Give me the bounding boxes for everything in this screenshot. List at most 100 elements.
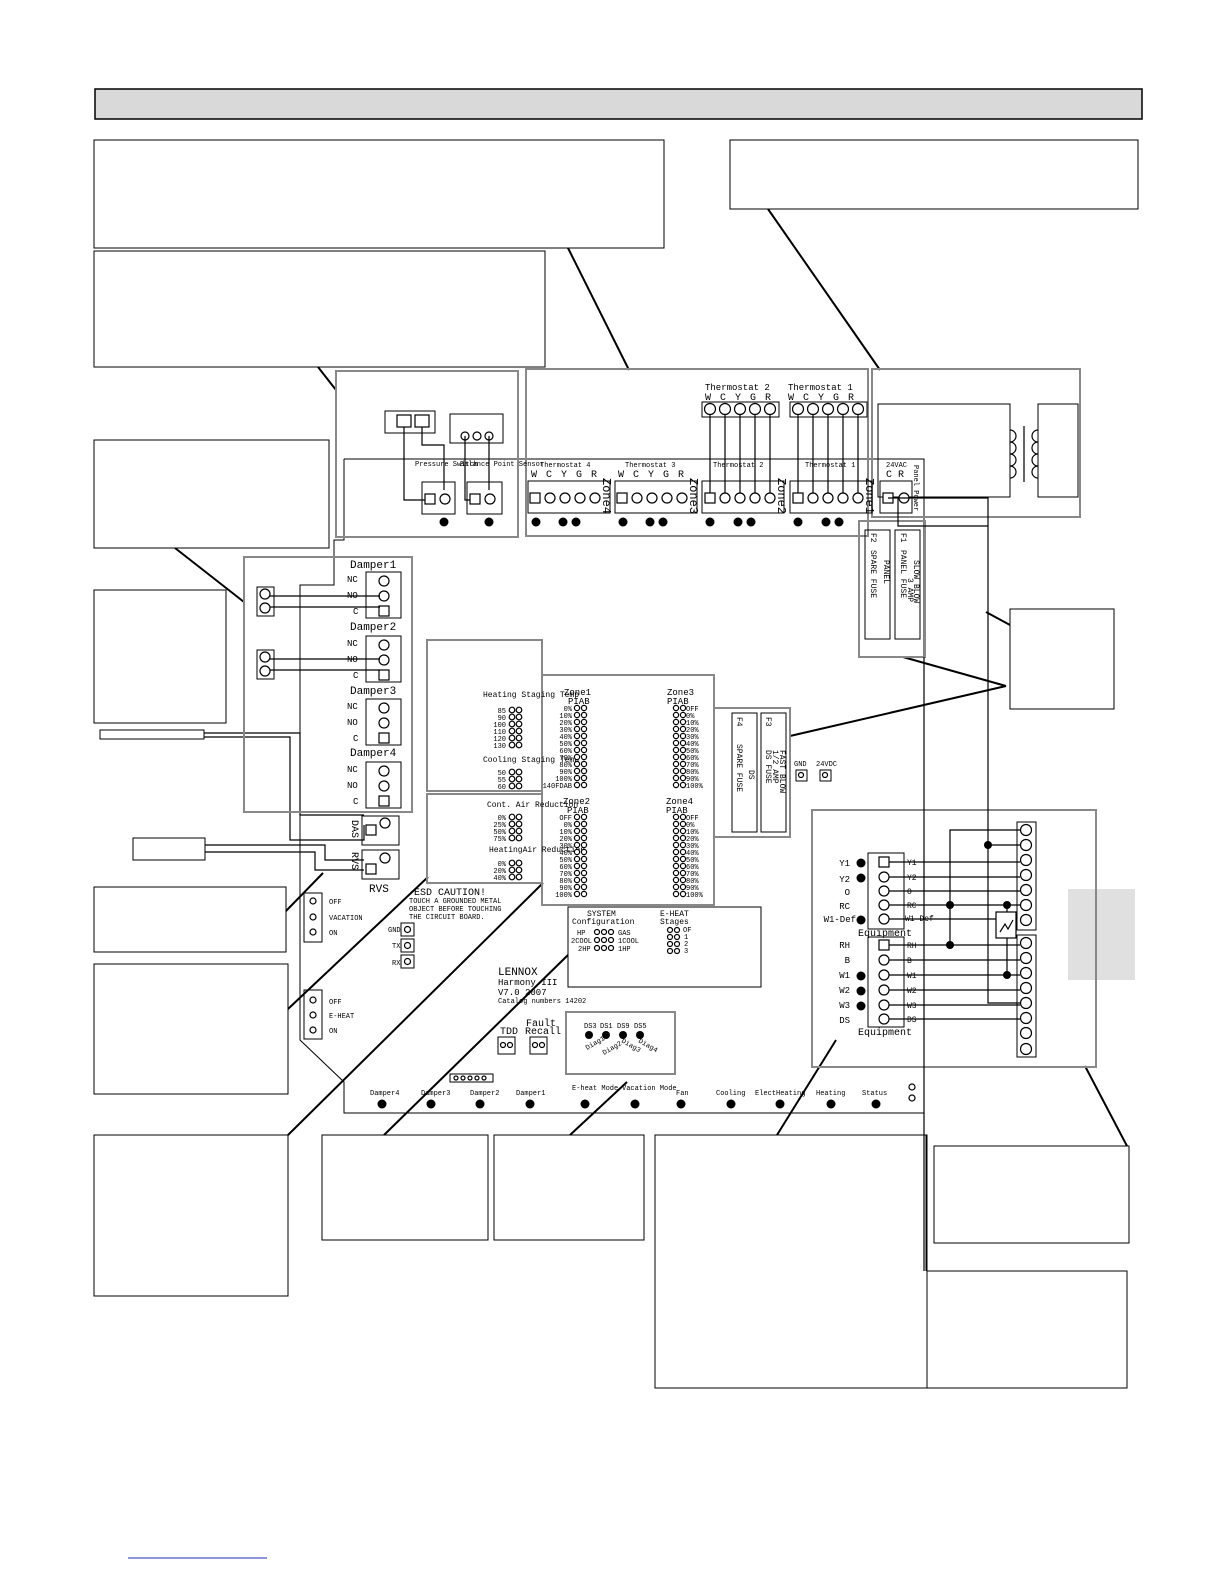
svg-text:100: 100 xyxy=(493,722,506,730)
svg-text:40%: 40% xyxy=(493,875,506,883)
jumper-pin xyxy=(679,820,687,828)
svg-text:60%: 60% xyxy=(686,864,699,872)
jumper-pin xyxy=(672,732,680,740)
t1-pin-w: W xyxy=(788,393,794,404)
callout-box-pressure-switch xyxy=(93,439,330,549)
damper-4-label: Damper4 xyxy=(350,748,397,760)
svg-text:60%: 60% xyxy=(686,755,699,763)
t2-pin-c: C xyxy=(720,393,726,404)
svg-text:85: 85 xyxy=(498,708,506,716)
svg-text:50%: 50% xyxy=(686,857,699,865)
svg-text:RH: RH xyxy=(839,941,850,951)
svg-text:50%: 50% xyxy=(493,829,506,837)
f1-label: F1 xyxy=(898,533,907,543)
jumper-pin xyxy=(679,855,687,863)
vacation-label: VACATION xyxy=(329,915,363,923)
f1-text: SLOW BLOW xyxy=(911,560,920,603)
zone-4-label: Zone4 xyxy=(599,478,613,514)
cont-air-title: Cont. Air Reduction xyxy=(487,801,578,810)
t2-pin-g: G xyxy=(750,393,756,404)
diag-section: DS3 DS1 DS9 DS5 Diag1 Diag2 Diag3 Diag4 xyxy=(584,1023,659,1058)
svg-text:0%: 0% xyxy=(498,861,507,869)
jumper-pin xyxy=(573,718,581,726)
jumper-pin xyxy=(573,869,581,877)
jumper-pin xyxy=(580,732,588,740)
eheat-on: ON xyxy=(329,1028,337,1036)
panel-power-label: Panel Power xyxy=(911,465,919,511)
switch-section: OFF VACATION ON OFF E-HEAT ON GND TX RX xyxy=(303,892,415,1040)
jumper-pin xyxy=(580,774,588,782)
callout-box-equipment-terminals xyxy=(933,1145,1130,1244)
jumper-pin xyxy=(679,725,687,733)
gnd-test-label: GND xyxy=(794,761,807,769)
jumper-pin xyxy=(672,890,680,898)
jumper-pin xyxy=(672,820,680,828)
svg-text:G: G xyxy=(576,470,582,481)
jumper-pin xyxy=(672,739,680,747)
piab-zone2-sub: PIAB xyxy=(567,806,589,816)
piab-zone4-title: Zone4 xyxy=(666,797,693,807)
jumper-pin xyxy=(580,890,588,898)
brand-label: LENNOX xyxy=(498,967,538,979)
svg-text:20%: 20% xyxy=(559,720,572,728)
jumper-pin xyxy=(580,718,588,726)
staging-section: Heating Staging Temp Cooling Staging Tem… xyxy=(483,691,585,883)
svg-text:60%: 60% xyxy=(559,864,572,872)
jumper-pin xyxy=(573,820,581,828)
svg-text:55: 55 xyxy=(498,777,506,785)
model-label: Harmony III xyxy=(498,978,557,988)
svg-text:10%: 10% xyxy=(559,713,572,721)
f4-text: DS xyxy=(746,770,755,780)
ds-fuse-section: F4 SPARE FUSE DS F3 DS FUSE 1/2 AMP FAST… xyxy=(731,712,837,833)
vac-label: 24VAC xyxy=(886,462,907,470)
svg-text:0%: 0% xyxy=(564,706,573,714)
svg-text:100%: 100% xyxy=(555,776,573,784)
transformer-section: 24VAC C R Panel Power F2 PANEL SPARE FUS… xyxy=(864,403,1079,640)
svg-text:Y: Y xyxy=(648,470,654,481)
svg-text:90%: 90% xyxy=(559,769,572,777)
zone-1-label: Zone1 xyxy=(862,478,876,514)
thermostat-3-label: Thermostat 3 xyxy=(625,462,675,470)
jumper-pin xyxy=(580,767,588,775)
jumper-pin xyxy=(672,883,680,891)
jumper-pin xyxy=(580,855,588,863)
jumper-pin xyxy=(580,760,588,768)
t1-pin-r: R xyxy=(848,393,854,404)
callout-box-dampers xyxy=(93,589,227,724)
jumper-pin xyxy=(573,767,581,775)
callout-box-transformer xyxy=(729,139,1139,210)
vacation-on: ON xyxy=(329,930,337,938)
callout-box-eheat xyxy=(93,963,289,1095)
svg-text:60: 60 xyxy=(498,784,506,792)
f1-amp: 3 AMP xyxy=(905,578,914,602)
esd-line2: OBJECT BEFORE TOUCHING xyxy=(409,906,501,914)
esd-warning: ESD CAUTION! TOUCH A GROUNDED METAL OBJE… xyxy=(409,888,501,922)
svg-text:50%: 50% xyxy=(559,857,572,865)
heating-staging-title: Heating Staging Temp xyxy=(483,691,579,700)
jumper-pin xyxy=(679,883,687,891)
svg-text:50%: 50% xyxy=(559,741,572,749)
svg-text:W1: W1 xyxy=(839,971,850,981)
callout-box-sensors xyxy=(93,250,546,368)
svg-text:DS: DS xyxy=(907,1016,917,1025)
svg-text:Y: Y xyxy=(561,470,567,481)
version-label: V7.0 2007 xyxy=(498,988,547,998)
jumper-pin xyxy=(679,753,687,761)
fault-label: Fault xyxy=(526,1018,556,1030)
thermostat-board-terminals: Thermostat 4 Thermostat 3 Thermostat 2 T… xyxy=(527,462,876,527)
t1-pin-c: C xyxy=(803,393,809,404)
jumper-pin xyxy=(679,774,687,782)
heating-air-title: HeatingAir Reduction xyxy=(489,846,585,855)
svg-text:2COOL: 2COOL xyxy=(571,938,592,946)
jumper-pin xyxy=(679,890,687,898)
system-title: SYSTEM xyxy=(587,910,616,919)
svg-text:70%: 70% xyxy=(686,762,699,770)
svg-text:0%: 0% xyxy=(686,822,695,830)
jumper-pin xyxy=(672,725,680,733)
svg-text:90%: 90% xyxy=(686,776,699,784)
svg-text:RX: RX xyxy=(392,960,401,968)
svg-text:Damper1: Damper1 xyxy=(516,1090,545,1098)
svg-text:130: 130 xyxy=(493,743,506,751)
